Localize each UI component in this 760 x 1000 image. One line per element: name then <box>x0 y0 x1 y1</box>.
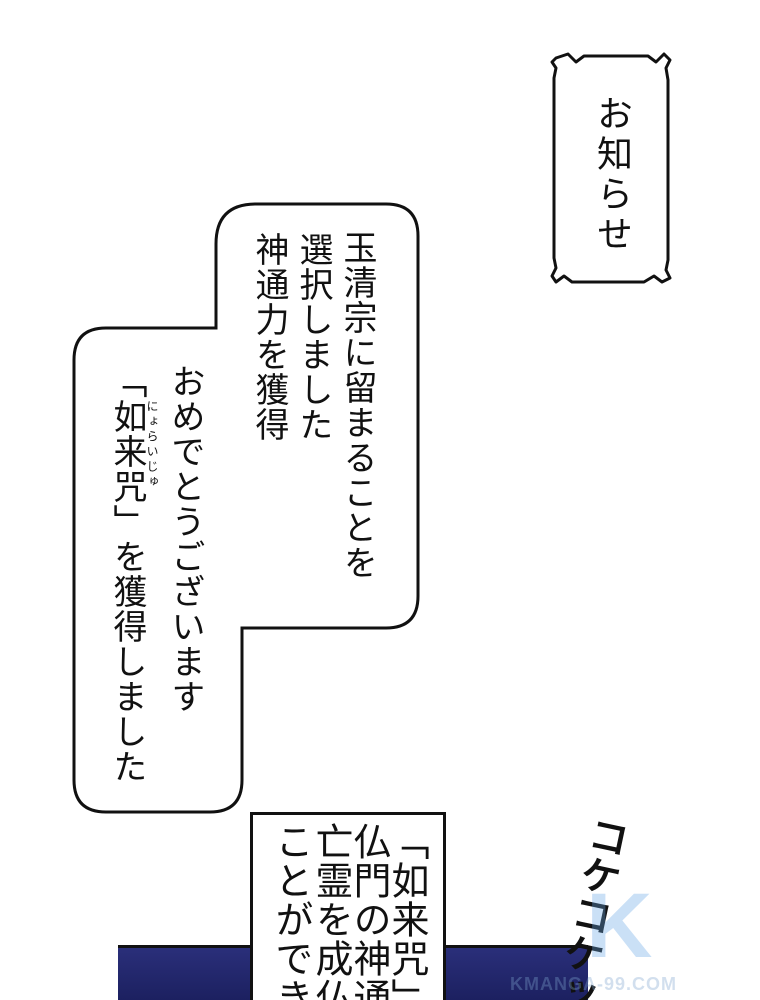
caption-line-1: 「如来咒」 <box>385 822 429 1000</box>
speech-bubble <box>72 202 420 814</box>
caption-line-2: 仏門の神通 <box>347 822 391 1000</box>
caption-box <box>250 812 446 1000</box>
bubble-line-3: 神通力を獲得 <box>249 232 289 442</box>
bubble-line-1: 玉清宗に留まることを <box>337 230 377 580</box>
notice-title: お知らせ <box>591 95 632 255</box>
ruby-annotation: にょらいじゅ <box>145 400 159 490</box>
bubble-line-4: おめでとうございます <box>165 364 205 714</box>
watermark: K KMANGA-99.COM <box>510 870 760 1000</box>
bubble-line-5: 「如来咒」を獲得しました <box>107 364 147 784</box>
notice-panel <box>550 52 672 284</box>
caption-line-3: 亡霊を成仏 <box>309 822 353 1000</box>
watermark-logo: K <box>586 875 653 977</box>
bubble-line-2: 選択しました <box>293 232 333 442</box>
caption-line-4: ことができ <box>269 822 313 1000</box>
watermark-text: KMANGA-99.COM <box>510 974 678 994</box>
